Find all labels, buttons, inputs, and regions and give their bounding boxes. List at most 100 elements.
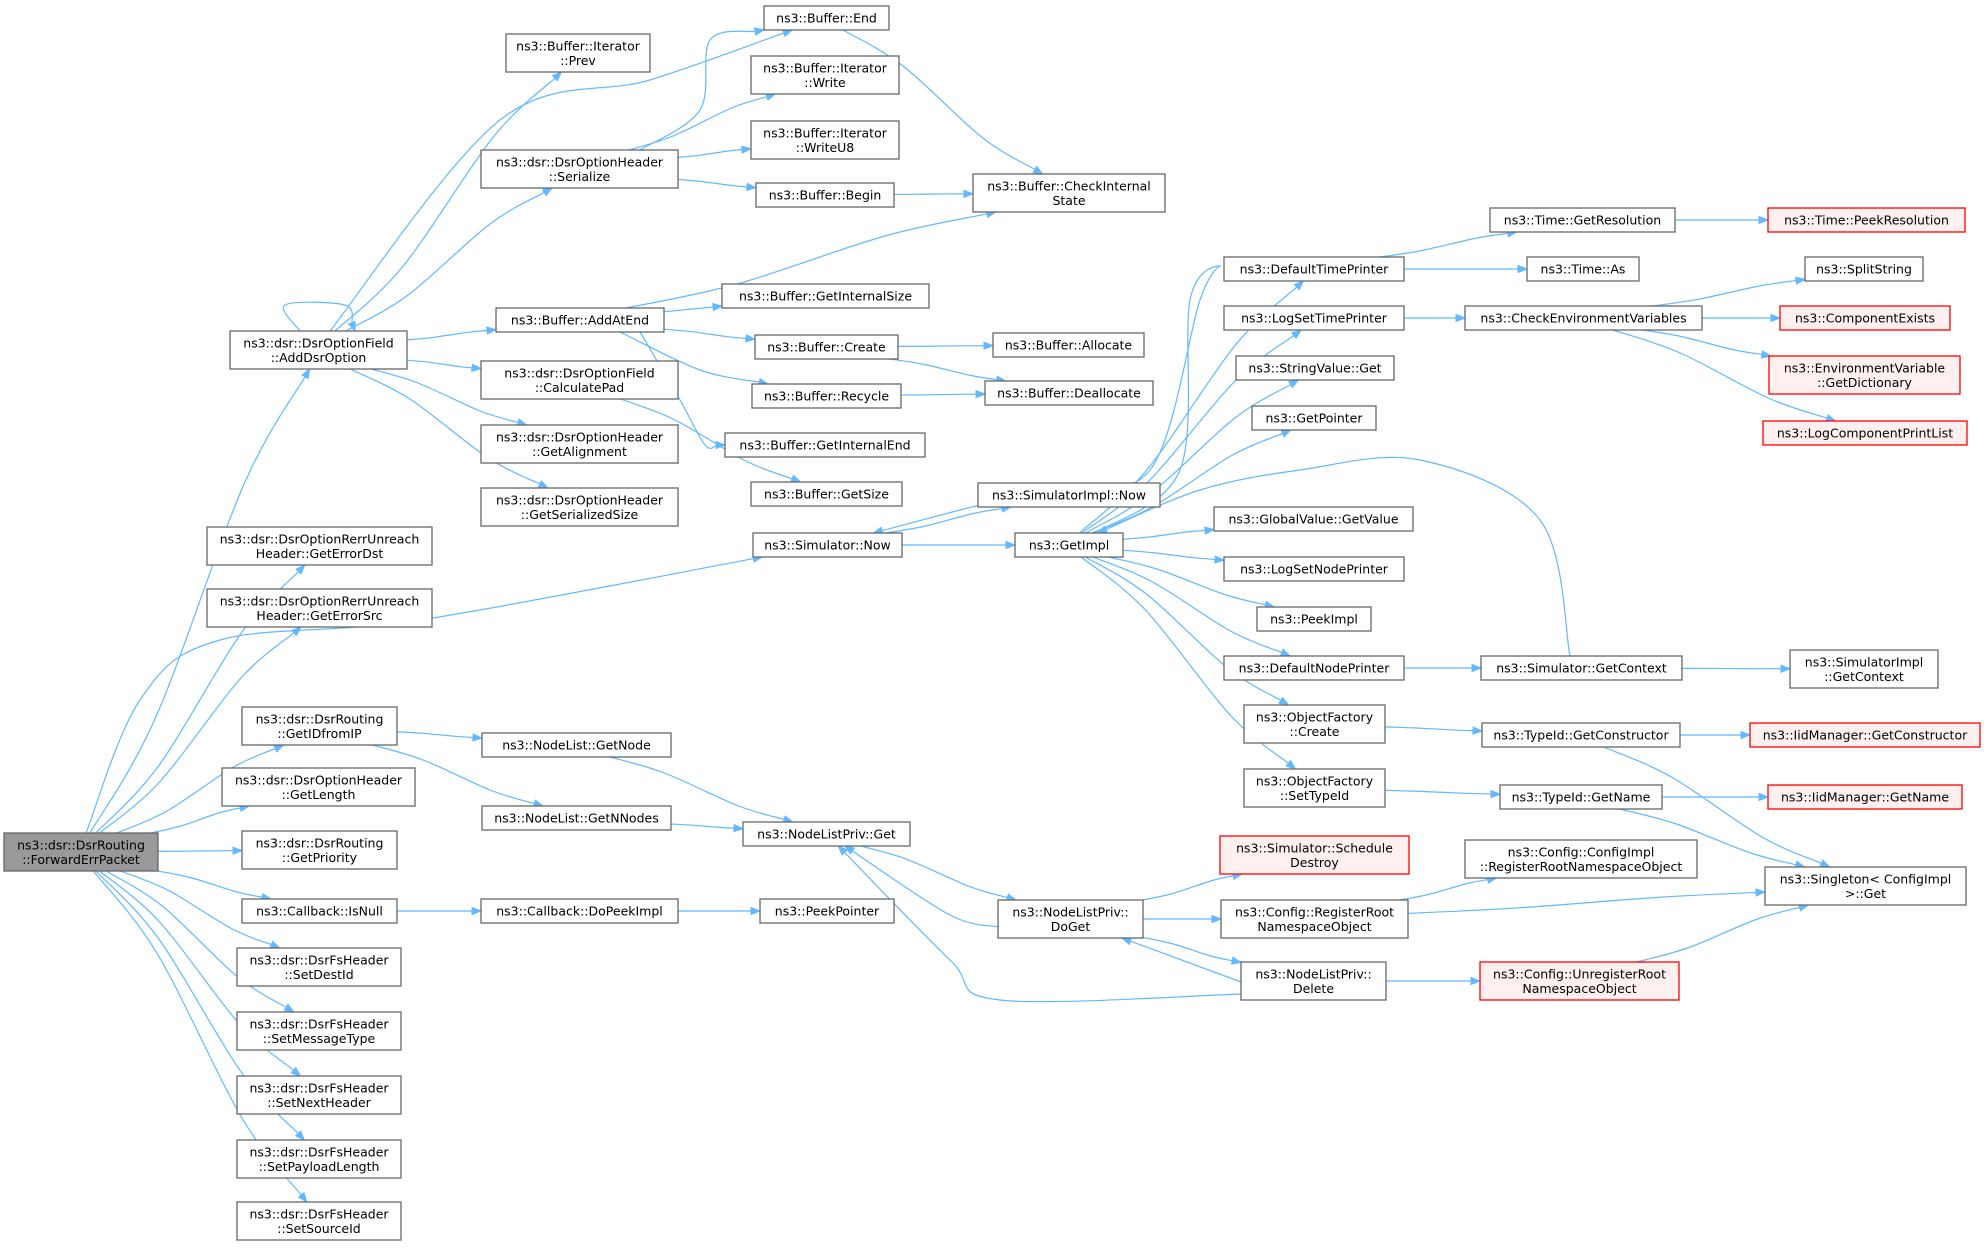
node-getprio[interactable]: ns3::dsr::DsrRouting::GetPriority <box>241 830 398 870</box>
node-fep[interactable]: ns3::dsr::DsrRouting::ForwardErrPacket <box>3 832 159 872</box>
node-cfgunreg[interactable]: ns3::Config::UnregisterRootNamespaceObje… <box>1479 961 1680 1001</box>
node-simimplnow[interactable]: ns3::SimulatorImpl::Now <box>977 482 1161 508</box>
node-bufalloc[interactable]: ns3::Buffer::Allocate <box>992 332 1145 358</box>
node-setdest[interactable]: ns3::dsr::DsrFsHeader::SetDestId <box>236 947 402 987</box>
node-timepeekres[interactable]: ns3::Time::PeekResolution <box>1767 207 1966 233</box>
node-nlgetnode[interactable]: ns3::NodeList::GetNode <box>481 732 672 758</box>
node-compexists[interactable]: ns3::ComponentExists <box>1779 305 1951 331</box>
node-logsetnode[interactable]: ns3::LogSetNodePrinter <box>1223 556 1405 582</box>
node-objfcreate[interactable]: ns3::ObjectFactory::Create <box>1243 704 1386 744</box>
node-cfgregroot[interactable]: ns3::Config::RegisterRootNamespaceObject <box>1220 899 1409 939</box>
node-timeas[interactable]: ns3::Time::As <box>1526 256 1640 282</box>
node-box <box>229 330 408 370</box>
node-defnodeprinter[interactable]: ns3::DefaultNodePrinter <box>1223 655 1405 681</box>
node-simnow[interactable]: ns3::Simulator::Now <box>752 532 903 558</box>
node-label: ns3::CheckEnvironmentVariables <box>1480 311 1686 326</box>
node-cbdopeek[interactable]: ns3::Callback::DoPeekImpl <box>480 898 679 924</box>
node-bufcreate[interactable]: ns3::Buffer::Create <box>754 334 899 360</box>
edge-arrowhead <box>294 1130 306 1142</box>
node-iidgetname[interactable]: ns3::IidManager::GetName <box>1767 784 1963 810</box>
node-box <box>1213 506 1414 532</box>
edge-line <box>628 95 768 151</box>
edge-line <box>619 331 761 383</box>
node-setnext[interactable]: ns3::dsr::DsrFsHeader::SetNextHeader <box>236 1075 402 1115</box>
node-nlprivdoget[interactable]: ns3::NodeListPriv::DoGet <box>997 899 1144 939</box>
node-peekptr[interactable]: ns3::PeekPointer <box>759 898 895 924</box>
node-logcomplist[interactable]: ns3::LogComponentPrintList <box>1762 420 1968 446</box>
node-label: ns3::NodeList::GetNode <box>502 738 651 753</box>
edge-arrowhead <box>290 626 302 637</box>
node-addopt[interactable]: ns3::dsr::DsrOptionField::AddDsrOption <box>229 330 408 370</box>
node-getalign[interactable]: ns3::dsr::DsrOptionHeader::GetAlignment <box>480 424 679 464</box>
node-simgetctx[interactable]: ns3::Simulator::GetContext <box>1480 655 1683 681</box>
node-simimplctx[interactable]: ns3::SimulatorImpl::GetContext <box>1789 649 1939 689</box>
node-bufgetsize[interactable]: ns3::Buffer::GetSize <box>750 481 903 507</box>
node-label: State <box>1052 193 1085 208</box>
node-label: ns3::TypeId::GetName <box>1512 790 1651 805</box>
node-typeidgetctor[interactable]: ns3::TypeId::GetConstructor <box>1481 722 1681 748</box>
node-nlprivget[interactable]: ns3::NodeListPriv::Get <box>742 821 911 847</box>
edge-addopt-to-addatend <box>406 326 498 341</box>
node-logsettime[interactable]: ns3::LogSetTimePrinter <box>1223 305 1405 331</box>
node-bufrecycle[interactable]: ns3::Buffer::Recycle <box>751 383 902 409</box>
node-box <box>1767 207 1966 233</box>
node-envdict[interactable]: ns3::EnvironmentVariable::GetDictionary <box>1768 355 1961 395</box>
edge-arrowhead <box>1211 914 1223 924</box>
node-deftimeprinter[interactable]: ns3::DefaultTimePrinter <box>1223 256 1405 282</box>
node-label: ns3::Singleton< ConfigImpl <box>1780 871 1952 886</box>
node-label: ns3::Buffer::Iterator <box>763 60 888 75</box>
node-addatend[interactable]: ns3::Buffer::AddAtEnd <box>495 307 665 333</box>
edge-line <box>157 870 264 898</box>
node-getimpl[interactable]: ns3::GetImpl <box>1014 532 1124 558</box>
edge-arrowhead <box>1005 540 1017 550</box>
edge-line <box>1108 556 1267 606</box>
node-setmsg[interactable]: ns3::dsr::DsrFsHeader::SetMessageType <box>236 1011 402 1051</box>
node-iterwrite[interactable]: ns3::Buffer::Iterator::Write <box>750 55 900 95</box>
node-label: ns3::Buffer::Allocate <box>1005 338 1133 353</box>
node-label: ns3::dsr::DsrOptionHeader <box>496 154 664 169</box>
node-checkenv[interactable]: ns3::CheckEnvironmentVariables <box>1464 305 1703 331</box>
node-globalval[interactable]: ns3::GlobalValue::GetValue <box>1213 506 1414 532</box>
edge-arrowhead <box>232 846 244 855</box>
node-iterwriteu8[interactable]: ns3::Buffer::Iterator::WriteU8 <box>750 120 900 160</box>
node-getintend[interactable]: ns3::Buffer::GetInternalEnd <box>724 432 926 458</box>
node-setsrc[interactable]: ns3::dsr::DsrFsHeader::SetSourceId <box>236 1201 402 1241</box>
node-typeidgetname[interactable]: ns3::TypeId::GetName <box>1499 784 1663 810</box>
node-timegetres[interactable]: ns3::Time::GetResolution <box>1489 207 1676 233</box>
node-getid[interactable]: ns3::dsr::DsrRouting::GetIDfromIP <box>241 706 398 746</box>
node-peekimpl[interactable]: ns3::PeekImpl <box>1256 606 1372 632</box>
node-bufbegin[interactable]: ns3::Buffer::Begin <box>755 182 895 208</box>
node-box <box>1240 961 1387 1001</box>
edge-addatend-to-getintsize <box>663 302 724 313</box>
node-iterprev[interactable]: ns3::Buffer::Iterator::Prev <box>505 33 651 73</box>
node-splitstr[interactable]: ns3::SplitString <box>1804 256 1924 282</box>
node-serialize[interactable]: ns3::dsr::DsrOptionHeader::Serialize <box>480 149 679 189</box>
node-isnull[interactable]: ns3::Callback::IsNull <box>241 898 398 924</box>
node-getlen[interactable]: ns3::dsr::DsrOptionHeader::GetLength <box>221 767 416 807</box>
node-setpay[interactable]: ns3::dsr::DsrFsHeader::SetPayloadLength <box>236 1139 402 1179</box>
node-bufdealloc[interactable]: ns3::Buffer::Deallocate <box>984 380 1154 406</box>
node-calcpad[interactable]: ns3::dsr::DsrOptionField::CalculatePad <box>480 360 679 400</box>
edge-line <box>334 77 557 332</box>
node-label: ::SetTypeId <box>1280 788 1349 803</box>
node-getpointer[interactable]: ns3::GetPointer <box>1251 405 1377 431</box>
edge-line <box>1619 808 1798 866</box>
node-nlprivdelete[interactable]: ns3::NodeListPriv::Delete <box>1240 961 1387 1001</box>
node-strvalget[interactable]: ns3::StringValue::Get <box>1235 355 1395 381</box>
node-getintsize[interactable]: ns3::Buffer::GetInternalSize <box>721 283 930 309</box>
node-objfsettype[interactable]: ns3::ObjectFactory::SetTypeId <box>1243 768 1386 808</box>
node-errsrc[interactable]: ns3::dsr::DsrOptionRerrUnreachHeader::Ge… <box>206 588 433 628</box>
node-iidgetctor[interactable]: ns3::IidManager::GetConstructor <box>1749 722 1981 748</box>
node-errdst[interactable]: ns3::dsr::DsrOptionRerrUnreachHeader::Ge… <box>206 526 433 566</box>
node-box <box>236 947 402 987</box>
node-getsersize[interactable]: ns3::dsr::DsrOptionHeader::GetSerialized… <box>480 487 679 527</box>
node-singleton[interactable]: ns3::Singleton< ConfigImpl>::Get <box>1764 866 1967 906</box>
node-label: ::WriteU8 <box>796 140 855 155</box>
node-bufend[interactable]: ns3::Buffer::End <box>763 5 890 31</box>
node-nlgetnnodes[interactable]: ns3::NodeList::GetNNodes <box>481 805 672 831</box>
edge-line <box>860 845 1009 899</box>
node-label: ns3::TypeId::GetConstructor <box>1493 728 1669 743</box>
node-cfgimplreg[interactable]: ns3::Config::ConfigImpl::RegisterRootNam… <box>1464 839 1698 879</box>
